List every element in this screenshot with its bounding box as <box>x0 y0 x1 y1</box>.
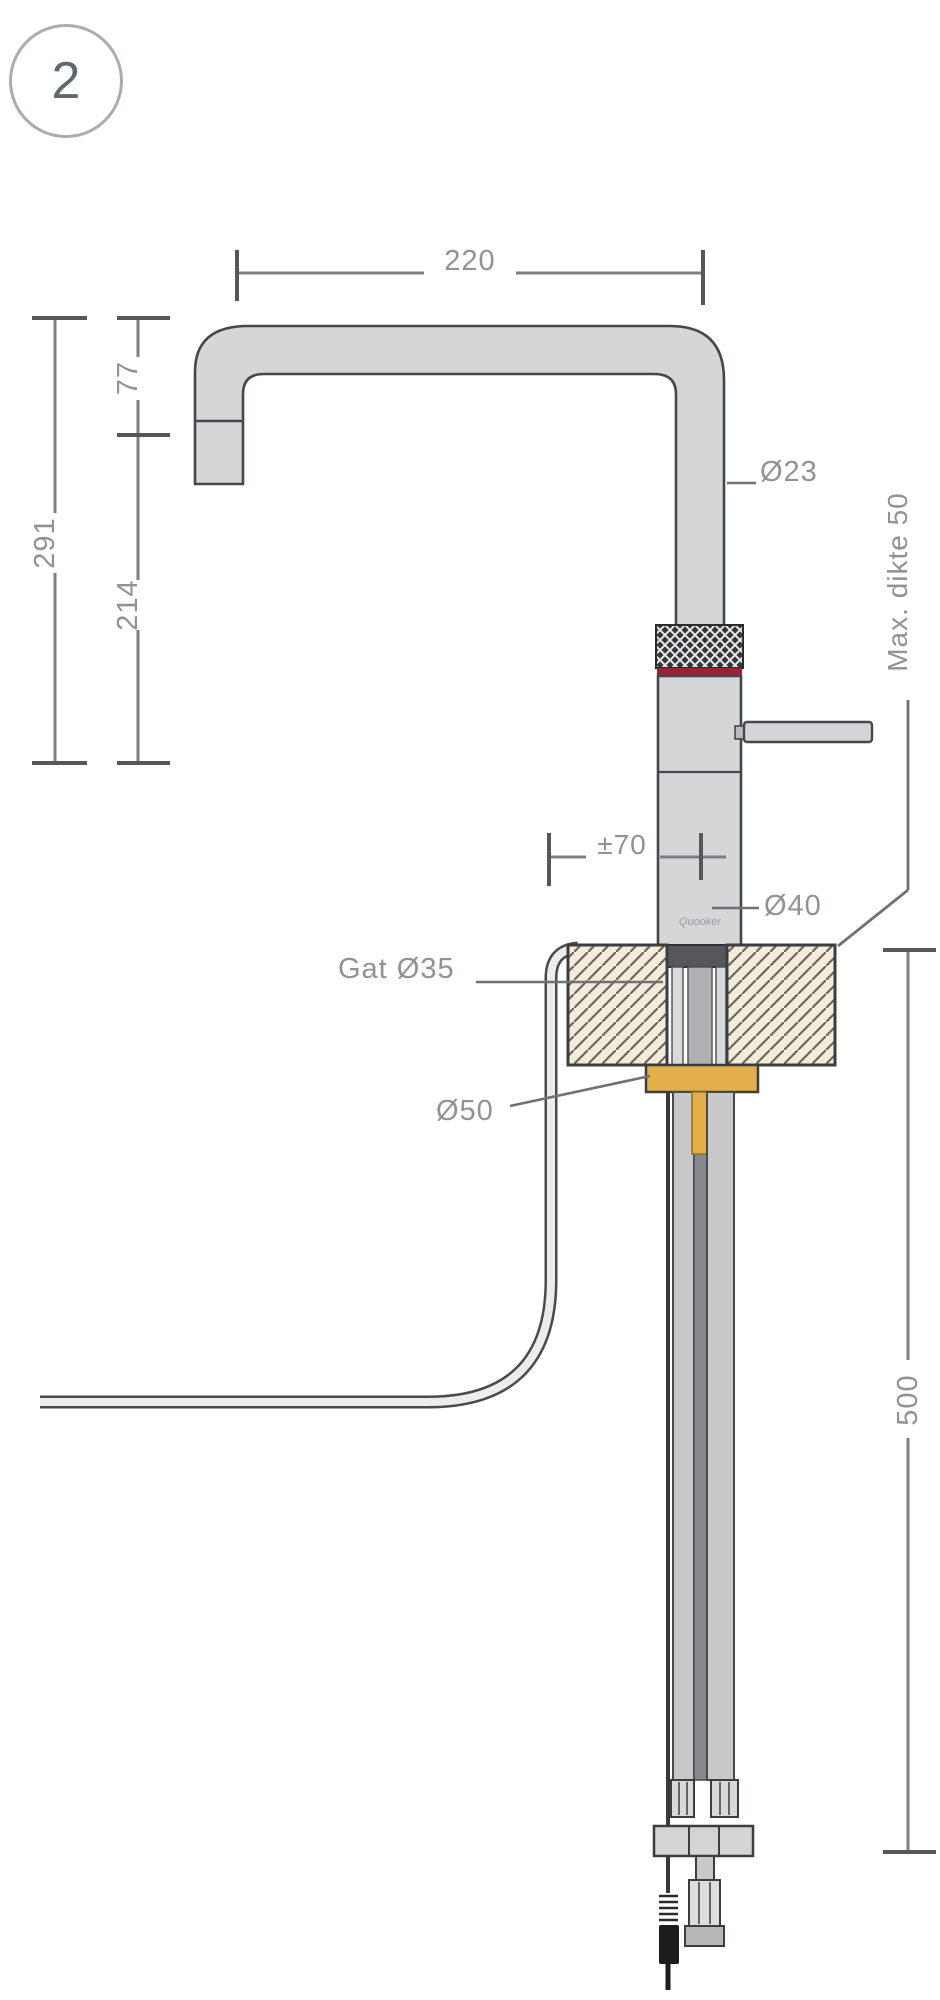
dimension-label-spout-drop: 77 <box>111 360 144 396</box>
knurled-ring <box>655 624 744 669</box>
dimension-label-height-above-counter: 291 <box>28 517 61 569</box>
dimension-label-handle-offset: ±70 <box>597 829 647 860</box>
countertop-left <box>566 943 669 1067</box>
dimension-label-hole-diameter: Gat Ø35 <box>338 953 455 985</box>
spout <box>193 324 726 628</box>
mounting-nut-assembly <box>652 1824 755 1947</box>
step-number-badge: 2 <box>9 24 123 138</box>
leader-lines <box>476 481 759 1108</box>
lever-handle <box>734 720 874 744</box>
dimension-label-washer-diameter: Ø50 <box>436 1095 494 1127</box>
flexible-hose <box>40 941 579 1409</box>
red-ring <box>657 668 742 676</box>
hose-b <box>706 1091 735 1781</box>
shank-in-hole <box>671 966 727 1066</box>
dimension-label-max-counter-thickness: Max. dikte 50 <box>882 492 913 672</box>
brass-washer <box>644 1063 760 1094</box>
leader-d50 <box>509 1074 651 1108</box>
dimension-label-hose-length: 500 <box>891 1374 924 1426</box>
threaded-bolt <box>688 1879 721 1927</box>
dimension-lines <box>32 250 936 1854</box>
dimension-label-body-height: 214 <box>111 579 144 631</box>
bolt-tip <box>684 1925 725 1947</box>
dimension-label-tube-diameter: Ø23 <box>760 456 818 488</box>
countertop-right <box>725 943 837 1067</box>
tap-body <box>656 674 743 948</box>
brand-logo-text: Quooker <box>678 916 722 928</box>
dimension-label-body-diameter: Ø40 <box>764 890 822 922</box>
under-counter-bundle <box>666 1091 739 1856</box>
hose-a <box>672 1091 695 1781</box>
threaded-rod <box>693 1091 708 1781</box>
countertop <box>566 943 837 1067</box>
dimension-label-spout-reach: 220 <box>444 245 496 277</box>
hose-a-collar <box>670 1779 695 1818</box>
cable-plug-end <box>659 1856 679 1990</box>
hose-b-collar <box>710 1779 739 1818</box>
